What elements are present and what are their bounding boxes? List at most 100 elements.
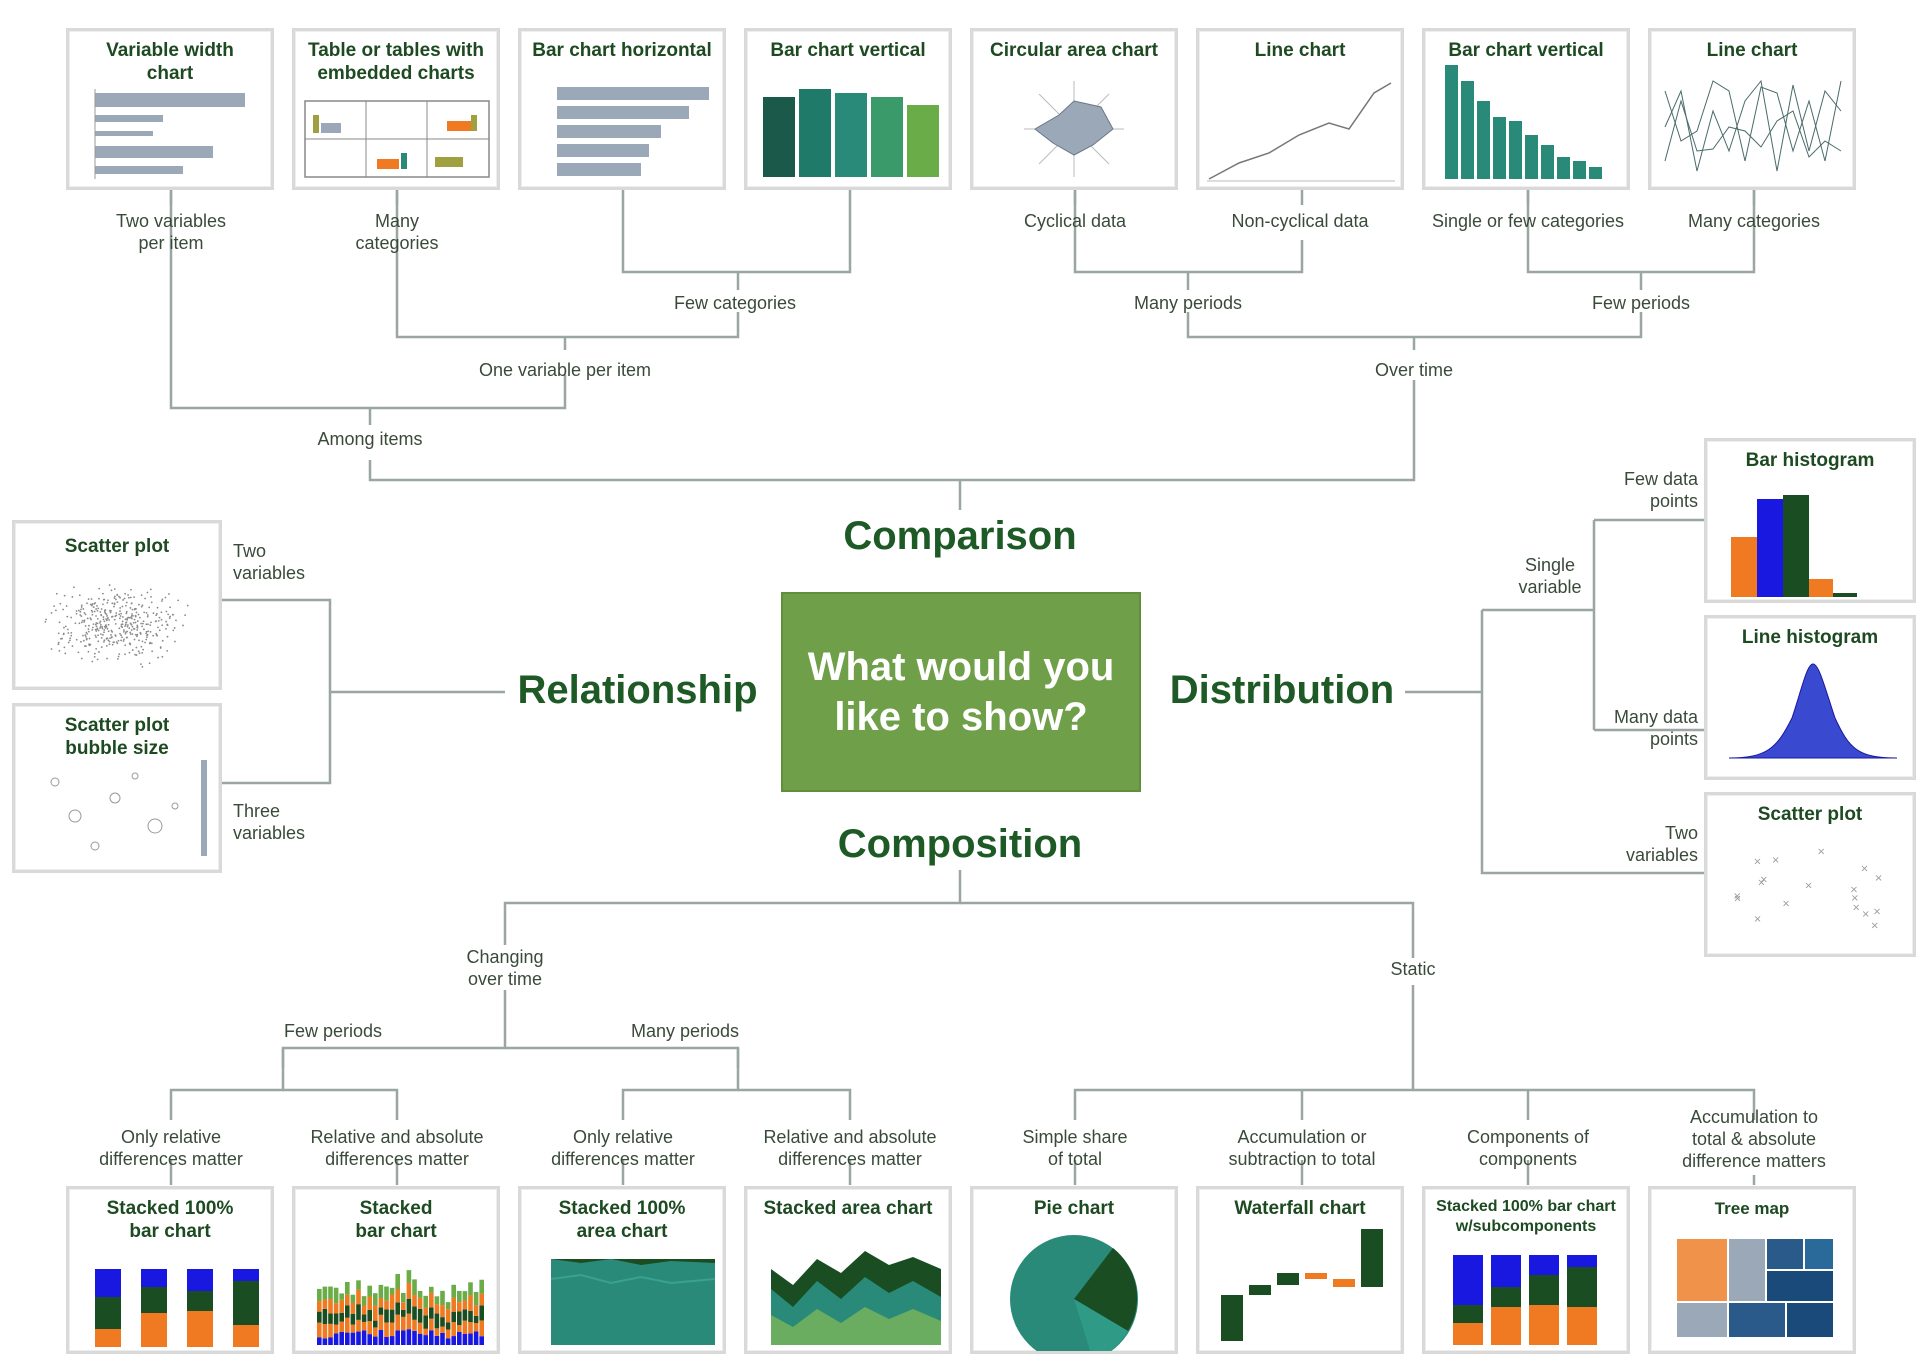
scatter-point	[164, 596, 167, 599]
card-bar-chart-horizontal[interactable]: Bar chart horizontal	[518, 28, 726, 190]
label-relationship-two-variables: Two variables	[233, 541, 306, 583]
stacked-bar-segment	[356, 1280, 361, 1290]
scatter-point	[135, 654, 138, 656]
scatter-point	[157, 626, 159, 629]
scatter-point	[175, 619, 177, 622]
stacked-bar-segment	[401, 1316, 406, 1331]
stacked-bar-segment	[417, 1297, 423, 1309]
scatter-marker: ×	[1733, 893, 1741, 904]
scatter-point	[98, 597, 100, 600]
stacked-bar-segment	[434, 1335, 440, 1345]
stacked-bar-segment	[401, 1302, 406, 1310]
scatter-point	[135, 646, 138, 649]
card-scatter-plot-relationship[interactable]: Scatter plot	[12, 520, 222, 690]
scatter-point	[90, 609, 93, 612]
scatter-point	[152, 612, 155, 615]
stacked-bar-segment	[434, 1296, 440, 1305]
card-title: Waterfall chart	[1234, 1198, 1366, 1219]
scatter-point	[83, 611, 86, 614]
card-variable-width-chart[interactable]: Variable width chart	[66, 28, 274, 190]
card-line-histogram[interactable]: Line histogram	[1704, 615, 1916, 780]
card-pie-chart[interactable]: Pie chart	[970, 1186, 1178, 1354]
scatter-point	[150, 601, 153, 604]
scatter-point	[173, 627, 176, 629]
scatter-point	[113, 588, 116, 590]
scatter-point	[103, 639, 106, 642]
card-line-chart-non-cyclical[interactable]: Line chart	[1196, 28, 1404, 190]
scatter-point	[150, 595, 152, 598]
scatter-point	[94, 634, 97, 637]
card-line-chart-many[interactable]: Line chart	[1648, 28, 1856, 190]
card-bar-histogram[interactable]: Bar histogram	[1704, 438, 1916, 603]
card-stacked-area-chart[interactable]: Stacked area chart	[744, 1186, 952, 1354]
card-bar-chart-vertical-single[interactable]: Bar chart vertical	[1422, 28, 1630, 190]
stacked-bar-segment	[345, 1332, 350, 1345]
scatter-point	[95, 622, 98, 624]
scatter-point	[66, 628, 69, 631]
scatter-point	[117, 655, 120, 658]
scatter-point	[79, 614, 82, 616]
stacked-bar-segment	[317, 1311, 322, 1323]
scatter-point	[90, 598, 93, 600]
card-waterfall-chart[interactable]: Waterfall chart	[1196, 1186, 1404, 1354]
stacked-bar-segment	[378, 1330, 384, 1345]
scatter-point	[131, 649, 134, 651]
scatter-point	[165, 620, 168, 623]
card-stacked-bar-chart[interactable]: Stacked bar chart	[292, 1186, 500, 1354]
label-changing-over-time: Changing over time	[466, 947, 544, 989]
stacked-bar-segment	[350, 1294, 356, 1303]
scatter-point	[126, 619, 129, 621]
scatter-point	[114, 634, 117, 637]
stacked-bar-segment	[322, 1308, 328, 1325]
stacked-bar-segment	[406, 1329, 412, 1345]
card-stacked-100-bar-chart[interactable]: Stacked 100% bar chart	[66, 1186, 274, 1354]
stacked-bar-segment	[361, 1321, 367, 1331]
scatter-point	[141, 665, 144, 668]
label-many-periods-top: Many periods	[1133, 293, 1243, 313]
scatter-marker: ×	[1874, 873, 1882, 884]
stacked-bar-segment	[384, 1286, 389, 1301]
stacked-bar-segment	[333, 1287, 339, 1304]
label-over-time: Over time	[1374, 360, 1453, 380]
scatter-marker: ×	[1733, 891, 1741, 902]
scatter-point	[134, 621, 137, 624]
card-circular-area-chart[interactable]: Circular area chart	[970, 28, 1178, 190]
card-tree-map[interactable]: Tree map	[1648, 1186, 1856, 1354]
scatter-point	[143, 611, 146, 614]
stacked-bar-segment	[473, 1292, 479, 1306]
scatter-point	[118, 595, 120, 598]
card-scatter-plot-distribution[interactable]: ×××××××××××××××××× Scatter plot	[1704, 792, 1916, 957]
scatter-point	[160, 611, 163, 614]
scatter-point	[138, 652, 141, 655]
stacked-bar-segment	[317, 1322, 322, 1338]
label-many-data-points: Many data points	[1613, 707, 1698, 749]
card-bar-chart-vertical-few[interactable]: Bar chart vertical	[744, 28, 952, 190]
scatter-point	[150, 621, 152, 624]
card-stacked-100-area-chart[interactable]: Stacked 100% area chart	[518, 1186, 726, 1354]
scatter-point	[115, 614, 118, 617]
scatter-marker: ×	[1804, 880, 1812, 891]
card-table-embedded-charts[interactable]: Table or tables with embedded charts	[292, 28, 500, 190]
scatter-point	[110, 636, 113, 639]
scatter-point	[91, 611, 94, 613]
scatter-point	[146, 614, 149, 616]
bar-vertical-single-thumbnail	[1445, 65, 1602, 179]
scatter-point	[130, 629, 133, 631]
scatter-point	[135, 608, 137, 610]
card-scatter-plot-bubble-size[interactable]: Scatter plot bubble size	[12, 703, 222, 873]
scatter-point	[100, 623, 102, 626]
scatter-point	[85, 645, 87, 648]
scatter-point	[108, 619, 111, 621]
scatter-point	[110, 634, 112, 636]
scatter-point	[71, 645, 74, 647]
stacked-bar-segment	[361, 1330, 367, 1345]
scatter-point	[126, 636, 128, 639]
stacked-bar-segment	[395, 1314, 400, 1331]
scatter-point	[140, 605, 143, 608]
stacked-bar-segment	[468, 1322, 473, 1334]
scatter-point	[70, 616, 73, 619]
stacked-bar-segment	[440, 1326, 445, 1333]
card-stacked-100-bar-subcomponents[interactable]: Stacked 100% bar chart w/subcomponents	[1422, 1186, 1630, 1354]
variable-width-thumbnail	[94, 89, 245, 179]
label-static: Static	[1390, 959, 1436, 979]
